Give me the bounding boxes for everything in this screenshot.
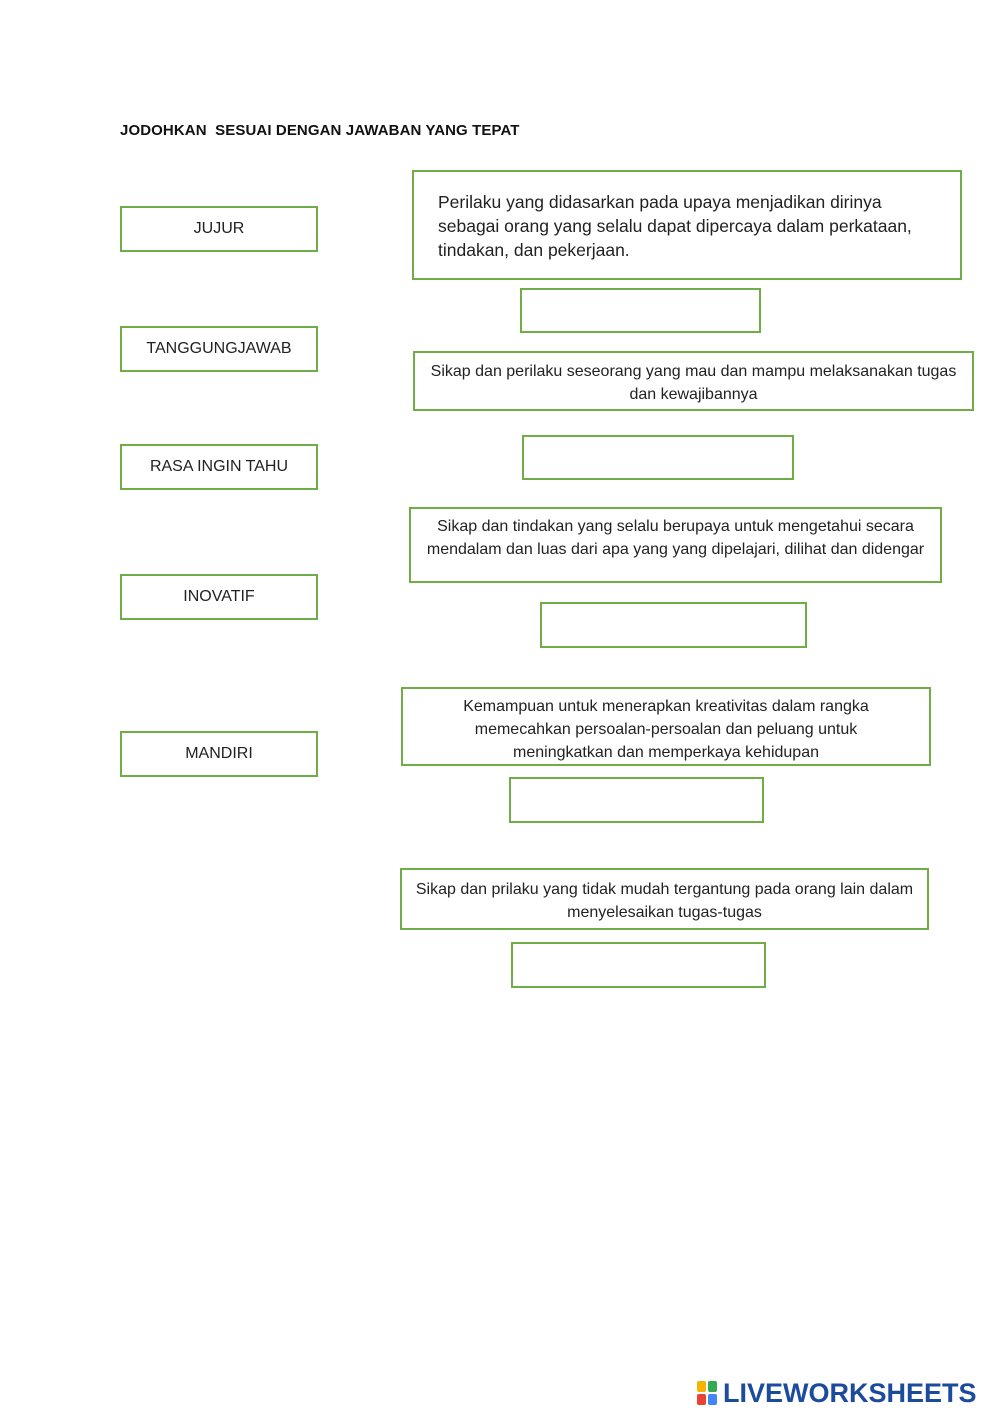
- answer-field-3[interactable]: [540, 602, 807, 648]
- logo-text: LIVEWORKSHEETS: [723, 1377, 977, 1408]
- term-box-rasa-ingin-tahu: RASA INGIN TAHU: [120, 444, 318, 490]
- term-box-mandiri: MANDIRI: [120, 731, 318, 777]
- description-box-2: Sikap dan perilaku seseorang yang mau da…: [413, 351, 974, 411]
- liveworksheets-logo-icon: [697, 1380, 719, 1406]
- description-box-3: Sikap dan tindakan yang selalu berupaya …: [409, 507, 942, 583]
- description-box-1: Perilaku yang didasarkan pada upaya menj…: [412, 170, 962, 280]
- description-box-4: Kemampuan untuk menerapkan kreativitas d…: [401, 687, 931, 766]
- answer-field-1[interactable]: [520, 288, 761, 333]
- worksheet-title: JODOHKAN SESUAI DENGAN JAWABAN YANG TEPA…: [120, 122, 520, 139]
- answer-field-5[interactable]: [511, 942, 766, 988]
- liveworksheets-logo: LIVEWORKSHEETS: [697, 1378, 977, 1408]
- term-box-inovatif: INOVATIF: [120, 574, 318, 620]
- description-box-5: Sikap dan prilaku yang tidak mudah terga…: [400, 868, 929, 930]
- answer-field-4[interactable]: [509, 777, 764, 823]
- term-box-jujur: JUJUR: [120, 206, 318, 252]
- answer-field-2[interactable]: [522, 435, 794, 480]
- term-box-tanggungjawab: TANGGUNGJAWAB: [120, 326, 318, 372]
